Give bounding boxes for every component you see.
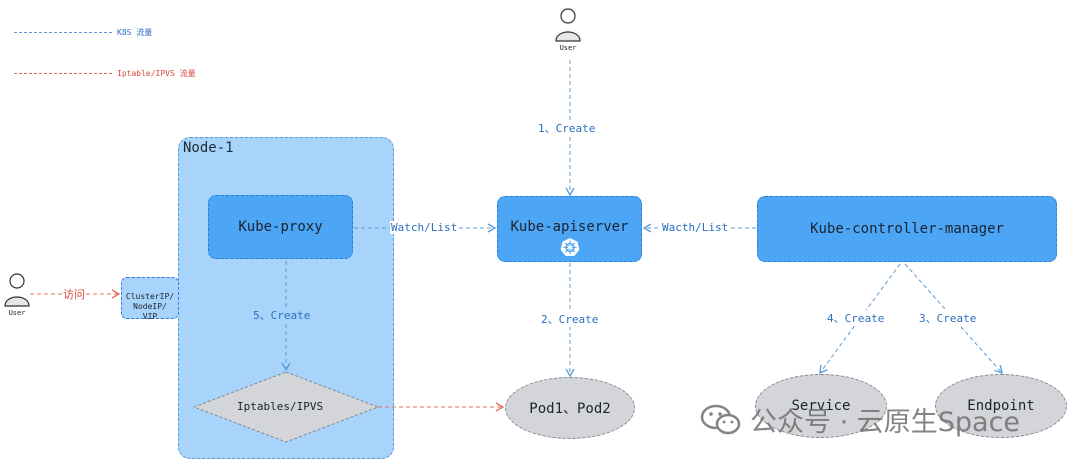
edge-label-4-create: 4、Create: [826, 310, 886, 326]
edge-controller-to-service: [819, 263, 901, 375]
iptables-diamond: [192, 371, 380, 443]
legend-iptables-label: Iptable/IPVS 流量: [117, 69, 196, 78]
edge-label-1-create: 1、Create: [537, 120, 597, 136]
pods-label: Pod1、Pod2: [529, 401, 611, 417]
kube-apiserver-label: Kube-apiserver: [510, 219, 629, 235]
kube-proxy-node: Kube-proxy: [208, 195, 353, 259]
watermark-text: 公众号 · 云原生Space: [750, 407, 1021, 438]
watermark: 公众号 · 云原生Space: [700, 400, 1020, 439]
legend-iptables-line: [14, 73, 112, 74]
edge-label-5-create: 5、Create: [252, 307, 312, 323]
iptables-label: Iptables/IPVS: [237, 400, 324, 413]
cluster-ip-label: ClusterIP/ NodeIP/ VIP: [125, 292, 175, 321]
user-left-label: User: [8, 309, 26, 317]
cluster-ip-node: ClusterIP/ NodeIP/ VIP: [121, 277, 179, 321]
user-top-label: User: [559, 44, 577, 52]
edge-label-wacth-list: Wacth/List: [661, 221, 730, 234]
user-icon: [4, 273, 30, 307]
edge-label-2-create: 2、Create: [540, 311, 600, 327]
edge-label-3-create: 3、Create: [918, 310, 978, 326]
node-1-label: Node-1: [183, 140, 234, 156]
service-label: Service: [791, 398, 851, 414]
pods-node: Pod1、Pod2: [505, 377, 635, 439]
legend-k8s-label: K8S 流量: [117, 28, 153, 37]
edge-label-visit: 访问: [62, 286, 86, 302]
kubernetes-helm-icon: [560, 238, 580, 256]
user-icon: [555, 8, 581, 42]
endpoint-label: Endpoint: [967, 398, 1035, 414]
legend-k8s-line: [14, 32, 112, 33]
kube-controller-manager-node: Kube-controller-manager: [757, 196, 1057, 262]
service-node: Service: [755, 374, 887, 438]
wechat-icon: [700, 404, 741, 434]
kube-controller-manager-label: Kube-controller-manager: [810, 221, 1004, 237]
endpoint-node: Endpoint: [935, 374, 1067, 438]
kube-proxy-label: Kube-proxy: [238, 219, 323, 235]
edge-label-watch-list: Watch/List: [390, 221, 459, 234]
